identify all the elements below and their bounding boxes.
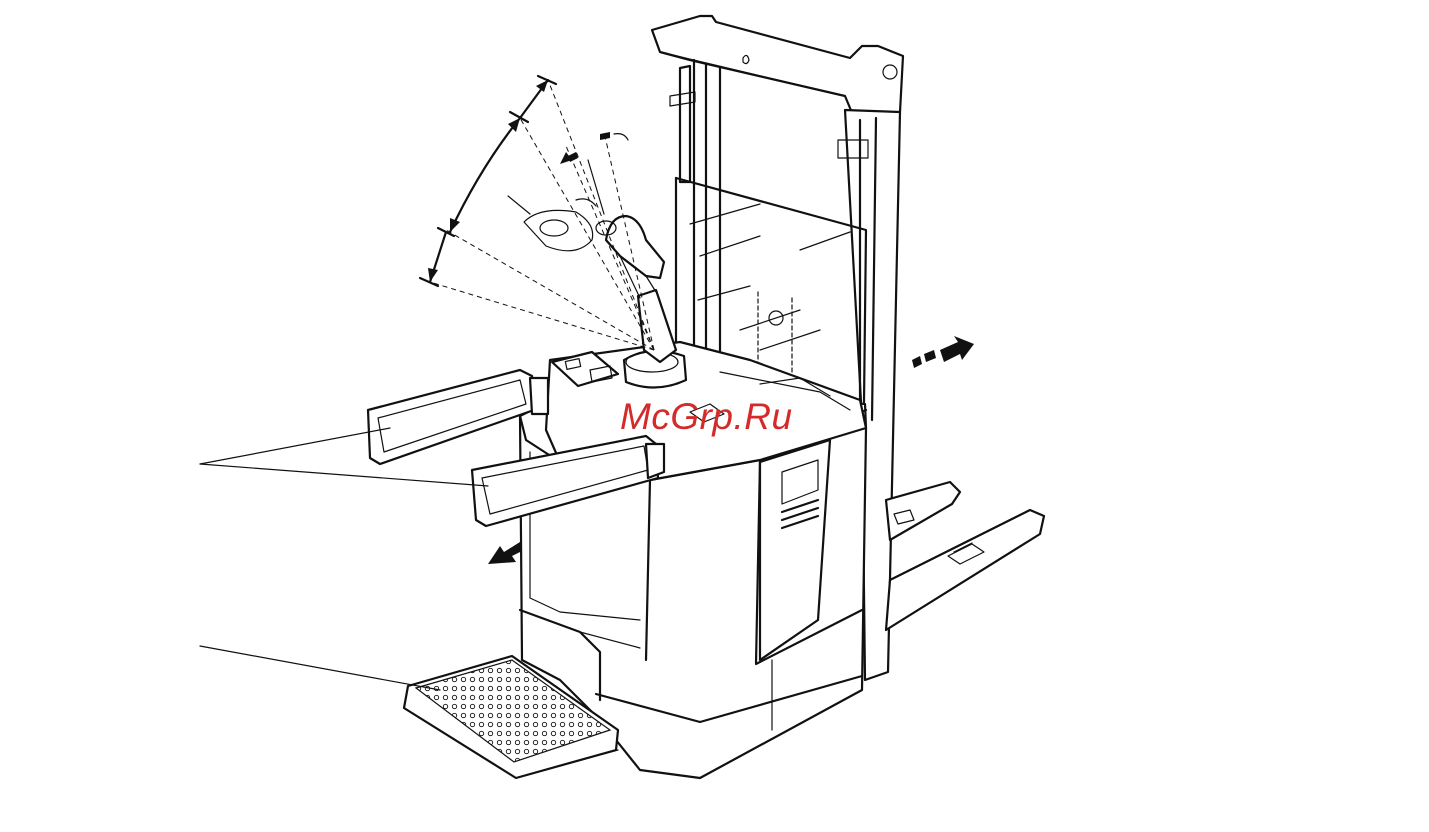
watermark-text: McGrp.Ru (620, 396, 793, 438)
tiller-angle-indicator (420, 76, 654, 350)
direction-arrow-forward (912, 336, 974, 368)
tiller (524, 199, 676, 362)
forks (886, 482, 1044, 630)
